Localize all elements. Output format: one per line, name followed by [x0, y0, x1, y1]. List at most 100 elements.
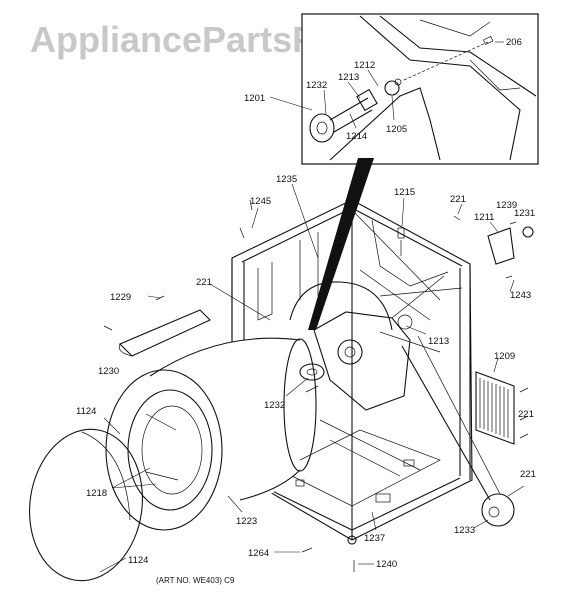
- idler-1233-hub: [488, 506, 500, 518]
- part-1215: [397, 227, 405, 239]
- drum-roller-1232: [299, 363, 325, 381]
- label-1201: 1201: [244, 93, 265, 104]
- foot-1264: [347, 535, 357, 545]
- duct-1230: [119, 309, 211, 357]
- duct-1230-end: [118, 343, 133, 357]
- screw-206: [483, 36, 494, 45]
- label-1240: 1240: [376, 559, 397, 570]
- dryer-drum: [105, 337, 325, 531]
- label-1230: 1230: [98, 366, 119, 377]
- leader-1229: [147, 295, 161, 299]
- inset-bracket-fold: [469, 59, 521, 91]
- zoom-pointer: [308, 158, 374, 330]
- label-1237: 1237: [364, 533, 385, 544]
- label-206: 206: [506, 37, 522, 48]
- bracket-1211: [487, 227, 515, 265]
- label-1229: 1229: [110, 292, 131, 303]
- leader-1205: [391, 95, 395, 121]
- label-1209: 1209: [494, 351, 515, 362]
- leader-221b: [209, 283, 271, 321]
- roller-wheel: [309, 113, 335, 143]
- leader-1218: [111, 467, 157, 489]
- leader-221a: [457, 203, 463, 215]
- floor-ribs: [319, 419, 421, 477]
- drum-pulley-hub: [344, 346, 356, 358]
- label-1232b: 1232: [264, 400, 285, 411]
- label-1232a: 1232: [306, 80, 327, 91]
- art-number-caption: (ART NO. WE403) C9: [156, 576, 235, 585]
- label-1213b: 1213: [428, 336, 449, 347]
- front-panel-curve: [81, 431, 131, 521]
- shaft-washer: [394, 78, 402, 86]
- drum-fill: [150, 338, 300, 522]
- idler-1233: [481, 493, 515, 527]
- label-1124b: 1124: [128, 555, 148, 566]
- drum-front-rim: [105, 369, 223, 531]
- label-1218: 1218: [86, 488, 107, 499]
- label-1211: 1211: [474, 212, 494, 223]
- leader-1232b: [285, 377, 309, 397]
- part-labels: 206 1201 1232 1213 1212 1214 1205 1235 1…: [76, 37, 536, 570]
- label-1231: 1231: [514, 208, 535, 219]
- floor-slot-b: [403, 459, 415, 467]
- inset-dashed-axis: [403, 41, 489, 81]
- leader-1215: [401, 197, 405, 227]
- label-221c: 221: [518, 409, 534, 420]
- leader-1243: [509, 279, 515, 293]
- inset-bracket-outline: [359, 15, 521, 161]
- label-1205: 1205: [386, 124, 407, 135]
- label-1213a: 1213: [338, 72, 359, 83]
- label-221a: 221: [450, 194, 466, 205]
- drum-rear-rim: [283, 338, 317, 472]
- label-1245: 1245: [250, 196, 271, 207]
- leader-1237: [371, 511, 377, 531]
- screw-221d: [507, 485, 525, 497]
- label-1215: 1215: [394, 187, 415, 198]
- shaft-mount: [397, 314, 413, 330]
- idler-link-edge: [417, 335, 501, 495]
- leader-1214: [349, 113, 357, 129]
- leader-1211: [489, 221, 499, 233]
- leader-1235: [291, 183, 319, 259]
- knob-1231: [522, 226, 534, 238]
- support-straps: [379, 275, 463, 353]
- label-1243: 1243: [510, 290, 531, 301]
- floor-slot-c: [375, 493, 391, 503]
- duct-parts: [103, 295, 211, 357]
- leader-lines: [99, 183, 515, 573]
- leader-1124b: [99, 557, 127, 573]
- rear-drum-seal: [289, 281, 393, 331]
- inset-bracket-top: [419, 19, 491, 37]
- drum-top-edge: [149, 337, 301, 377]
- label-1264: 1264: [248, 548, 269, 559]
- drum-pulley: [337, 339, 363, 365]
- label-221d: 221: [520, 469, 536, 480]
- label-1223: 1223: [236, 516, 257, 527]
- leader-1233: [473, 519, 489, 529]
- leader-1209: [493, 357, 499, 373]
- leader-1232a: [323, 89, 327, 115]
- leader-1213b: [405, 325, 427, 335]
- label-1124a: 1124: [76, 406, 96, 417]
- front-panel-1124: [28, 428, 144, 582]
- rear-brace: [371, 219, 449, 287]
- roller-bearing: [356, 88, 378, 112]
- leader-1124a: [103, 417, 121, 435]
- drum-baffle-lines: [145, 413, 179, 481]
- vent-slats: [479, 378, 509, 438]
- drum-bottom-edge: [239, 469, 301, 501]
- screws-1239-1243: [505, 221, 517, 279]
- leader-1213a: [347, 81, 361, 99]
- cabinet-base-front: [261, 477, 461, 531]
- rear-support-bracket: [313, 311, 411, 411]
- cabinet-right-post: [459, 264, 471, 480]
- screw-221a: [453, 215, 461, 221]
- idler-link: [401, 345, 491, 501]
- label-221b: 221: [196, 277, 212, 288]
- leader-1212: [367, 69, 379, 87]
- drum-shaft-stub: [305, 385, 319, 393]
- label-1214: 1214: [346, 131, 367, 142]
- vent-grille: [475, 371, 515, 445]
